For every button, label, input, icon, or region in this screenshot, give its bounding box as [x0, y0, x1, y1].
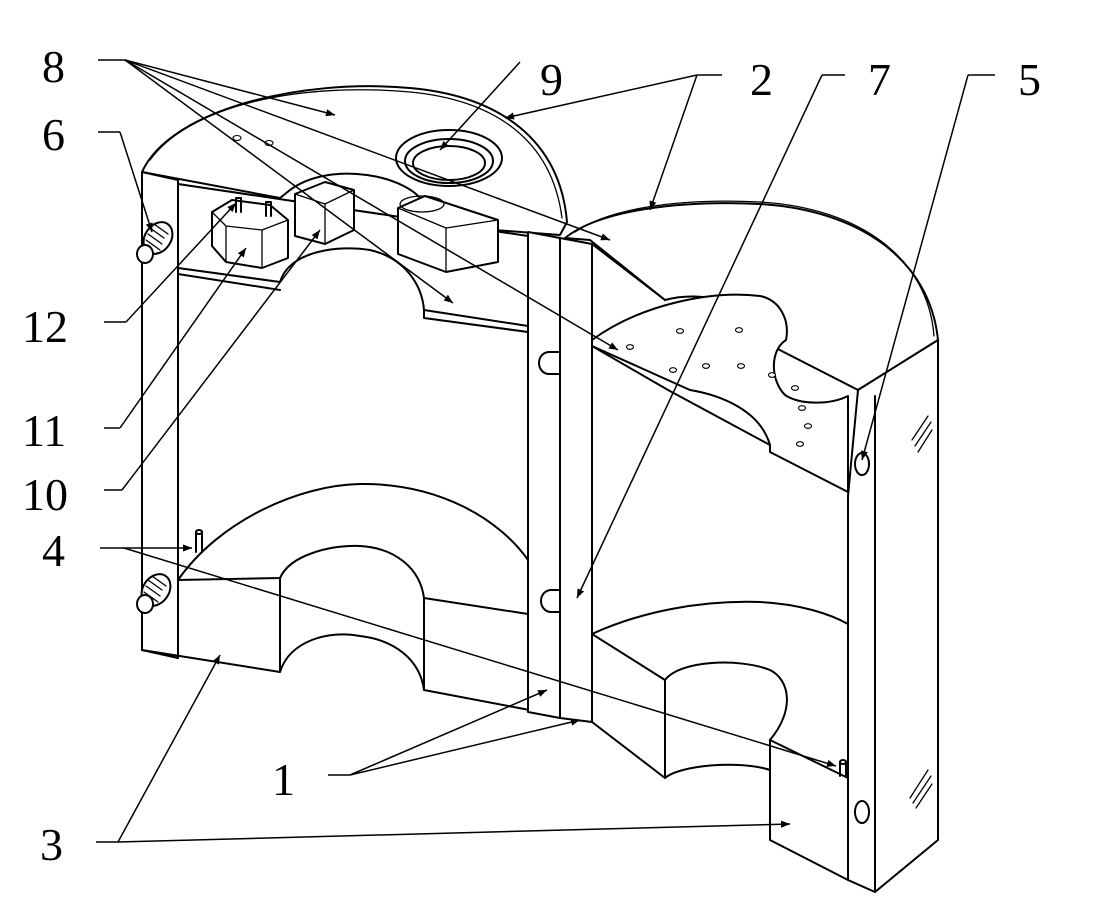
- hex-nut-block: [211, 199, 289, 269]
- label-11: 11: [22, 405, 66, 456]
- label-6: 6: [42, 109, 65, 160]
- label-5: 5: [1018, 54, 1041, 105]
- label-2: 2: [750, 54, 773, 105]
- right-split-plate: [559, 237, 593, 723]
- locating-pin-left: [195, 529, 203, 553]
- locating-pin-right: [839, 759, 847, 777]
- label-9: 9: [540, 54, 563, 105]
- sleeve-block: [397, 195, 499, 273]
- label-4: 4: [42, 525, 65, 576]
- label-1: 1: [272, 754, 295, 805]
- square-block: [294, 181, 355, 245]
- reference-numerals: 8 9 2 7 5 6 12 11 10 4 1 3: [22, 41, 1041, 870]
- left-split-plate: [527, 231, 561, 719]
- label-8: 8: [42, 41, 65, 92]
- leader-lines: [96, 59, 995, 843]
- label-3: 3: [40, 819, 63, 870]
- bolt-pins: [235, 197, 272, 217]
- label-10: 10: [22, 469, 68, 520]
- right-half-shell: [559, 200, 939, 893]
- label-12: 12: [22, 301, 68, 352]
- side-knob-lower: [136, 573, 172, 614]
- label-7: 7: [868, 54, 891, 105]
- right-knob-lower: [854, 769, 933, 824]
- left-half-shell: [141, 85, 568, 719]
